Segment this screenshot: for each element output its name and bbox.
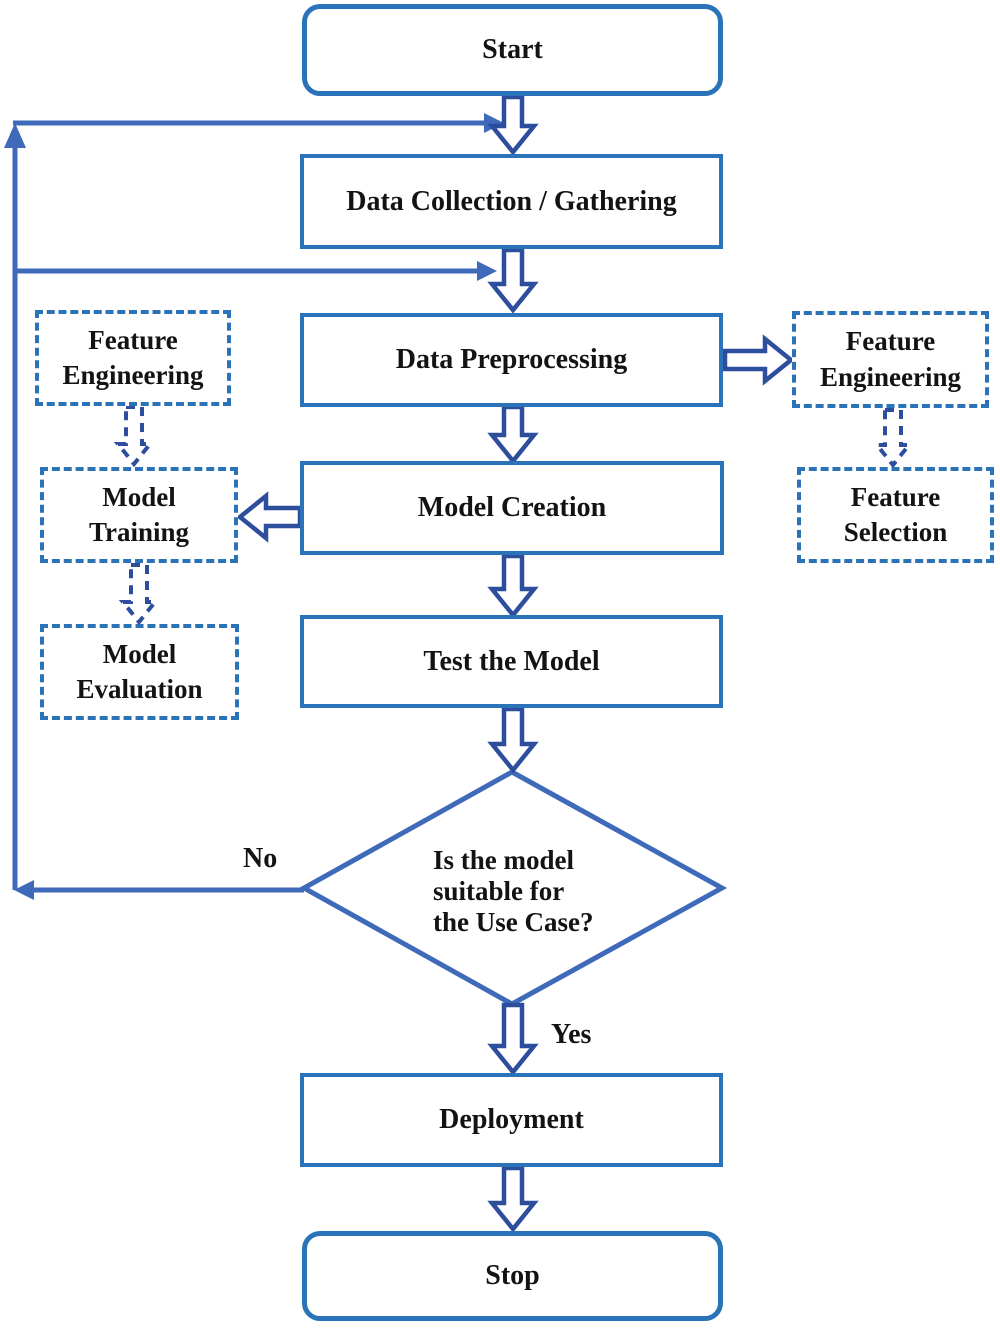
node-deployment-label: Deployment (439, 1104, 584, 1136)
dashed-arrow-feature-engineering-to-selection-icon (872, 408, 914, 469)
node-deployment: Deployment (300, 1073, 723, 1167)
node-test-model: Test the Model (300, 615, 723, 708)
node-feature-engineering-left-label: Feature Engineering (62, 324, 204, 390)
node-model-training-label: Model Training (88, 481, 190, 547)
node-feature-selection-label: Feature Selection (843, 481, 948, 547)
node-data-collection-label: Data Collection / Gathering (346, 185, 677, 217)
node-start-label: Start (482, 34, 543, 66)
right-arrowhead-icon (477, 261, 497, 281)
right-arrowhead-icon (484, 113, 504, 133)
arrow-start-to-collection-icon (487, 94, 539, 156)
node-data-preprocessing-label: Data Preprocessing (395, 344, 628, 376)
node-data-collection: Data Collection / Gathering (300, 154, 723, 249)
node-data-preprocessing: Data Preprocessing (300, 313, 723, 407)
node-model-creation: Model Creation (300, 461, 724, 555)
left-arrowhead-icon (14, 880, 34, 900)
arrow-collection-to-preprocessing-icon (487, 247, 539, 314)
arrow-preprocessing-to-creation-icon (487, 404, 539, 465)
node-model-evaluation: Model Evaluation (40, 624, 239, 720)
arrow-creation-to-test-icon (487, 553, 539, 619)
decision-question: Is the model suitable for the Use Case? (433, 845, 593, 938)
node-stop-label: Stop (485, 1260, 540, 1292)
feedback-up-arrowhead-icon (4, 123, 26, 148)
decision-question-line3: the Use Case? (433, 907, 594, 937)
node-feature-engineering-right: Feature Engineering (792, 311, 989, 408)
arrow-creation-to-training-icon (236, 491, 303, 543)
arrow-preprocessing-to-feature-engineering-icon (722, 334, 795, 386)
node-feature-engineering-left: Feature Engineering (35, 310, 231, 406)
decision-question-line2: suitable for (433, 876, 565, 906)
node-feature-selection: Feature Selection (797, 467, 994, 563)
arrow-test-to-decision-icon (487, 706, 539, 774)
node-stop: Stop (302, 1231, 723, 1321)
decision-question-line1: Is the model (433, 845, 574, 875)
dashed-arrow-feature-engineering-to-training-icon (113, 405, 155, 468)
node-feature-engineering-right-label: Feature Engineering (819, 326, 961, 392)
node-start: Start (302, 4, 723, 96)
no-branch-label: No (243, 843, 278, 874)
dashed-arrow-training-to-evaluation-icon (118, 563, 160, 626)
node-model-creation-label: Model Creation (417, 492, 607, 524)
arrow-deployment-to-stop-icon (487, 1165, 539, 1233)
yes-branch-label: Yes (551, 1019, 592, 1050)
arrow-decision-to-deployment-icon (487, 1002, 539, 1076)
node-model-training: Model Training (40, 467, 238, 563)
node-test-model-label: Test the Model (423, 645, 600, 677)
node-model-evaluation-label: Model Evaluation (76, 638, 203, 704)
